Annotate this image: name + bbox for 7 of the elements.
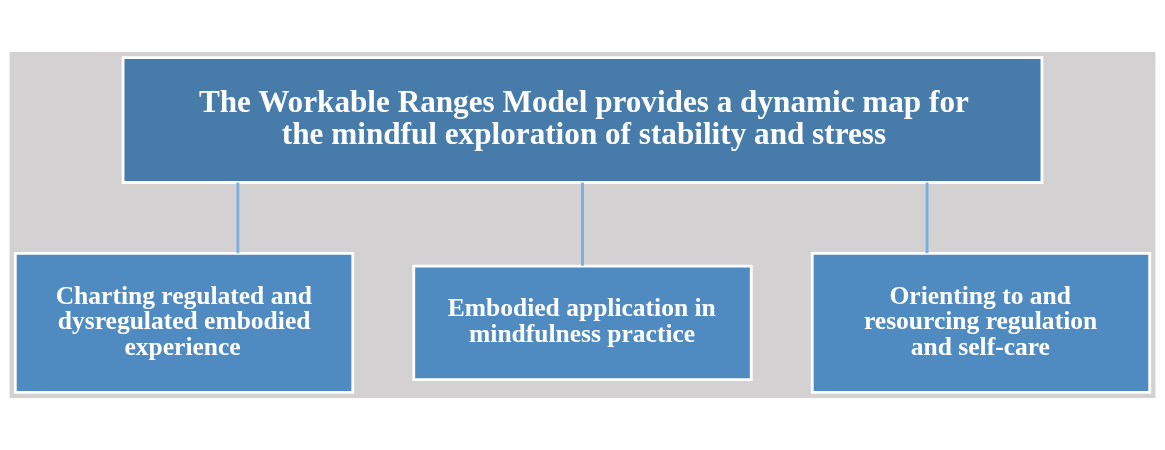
connector xyxy=(925,182,929,254)
node-box: Embodied application in mindfulness practice xyxy=(412,264,753,381)
connector xyxy=(236,182,240,254)
connector xyxy=(581,182,584,266)
node-box: Charting regulated and dysregulated embodied experience xyxy=(13,251,355,394)
node-box: Orienting to and resourcing regulation and self-care xyxy=(810,251,1152,394)
node-box: The Workable Ranges Model provides a dynamic map for the mindful exploration of stability and stress xyxy=(121,56,1044,184)
